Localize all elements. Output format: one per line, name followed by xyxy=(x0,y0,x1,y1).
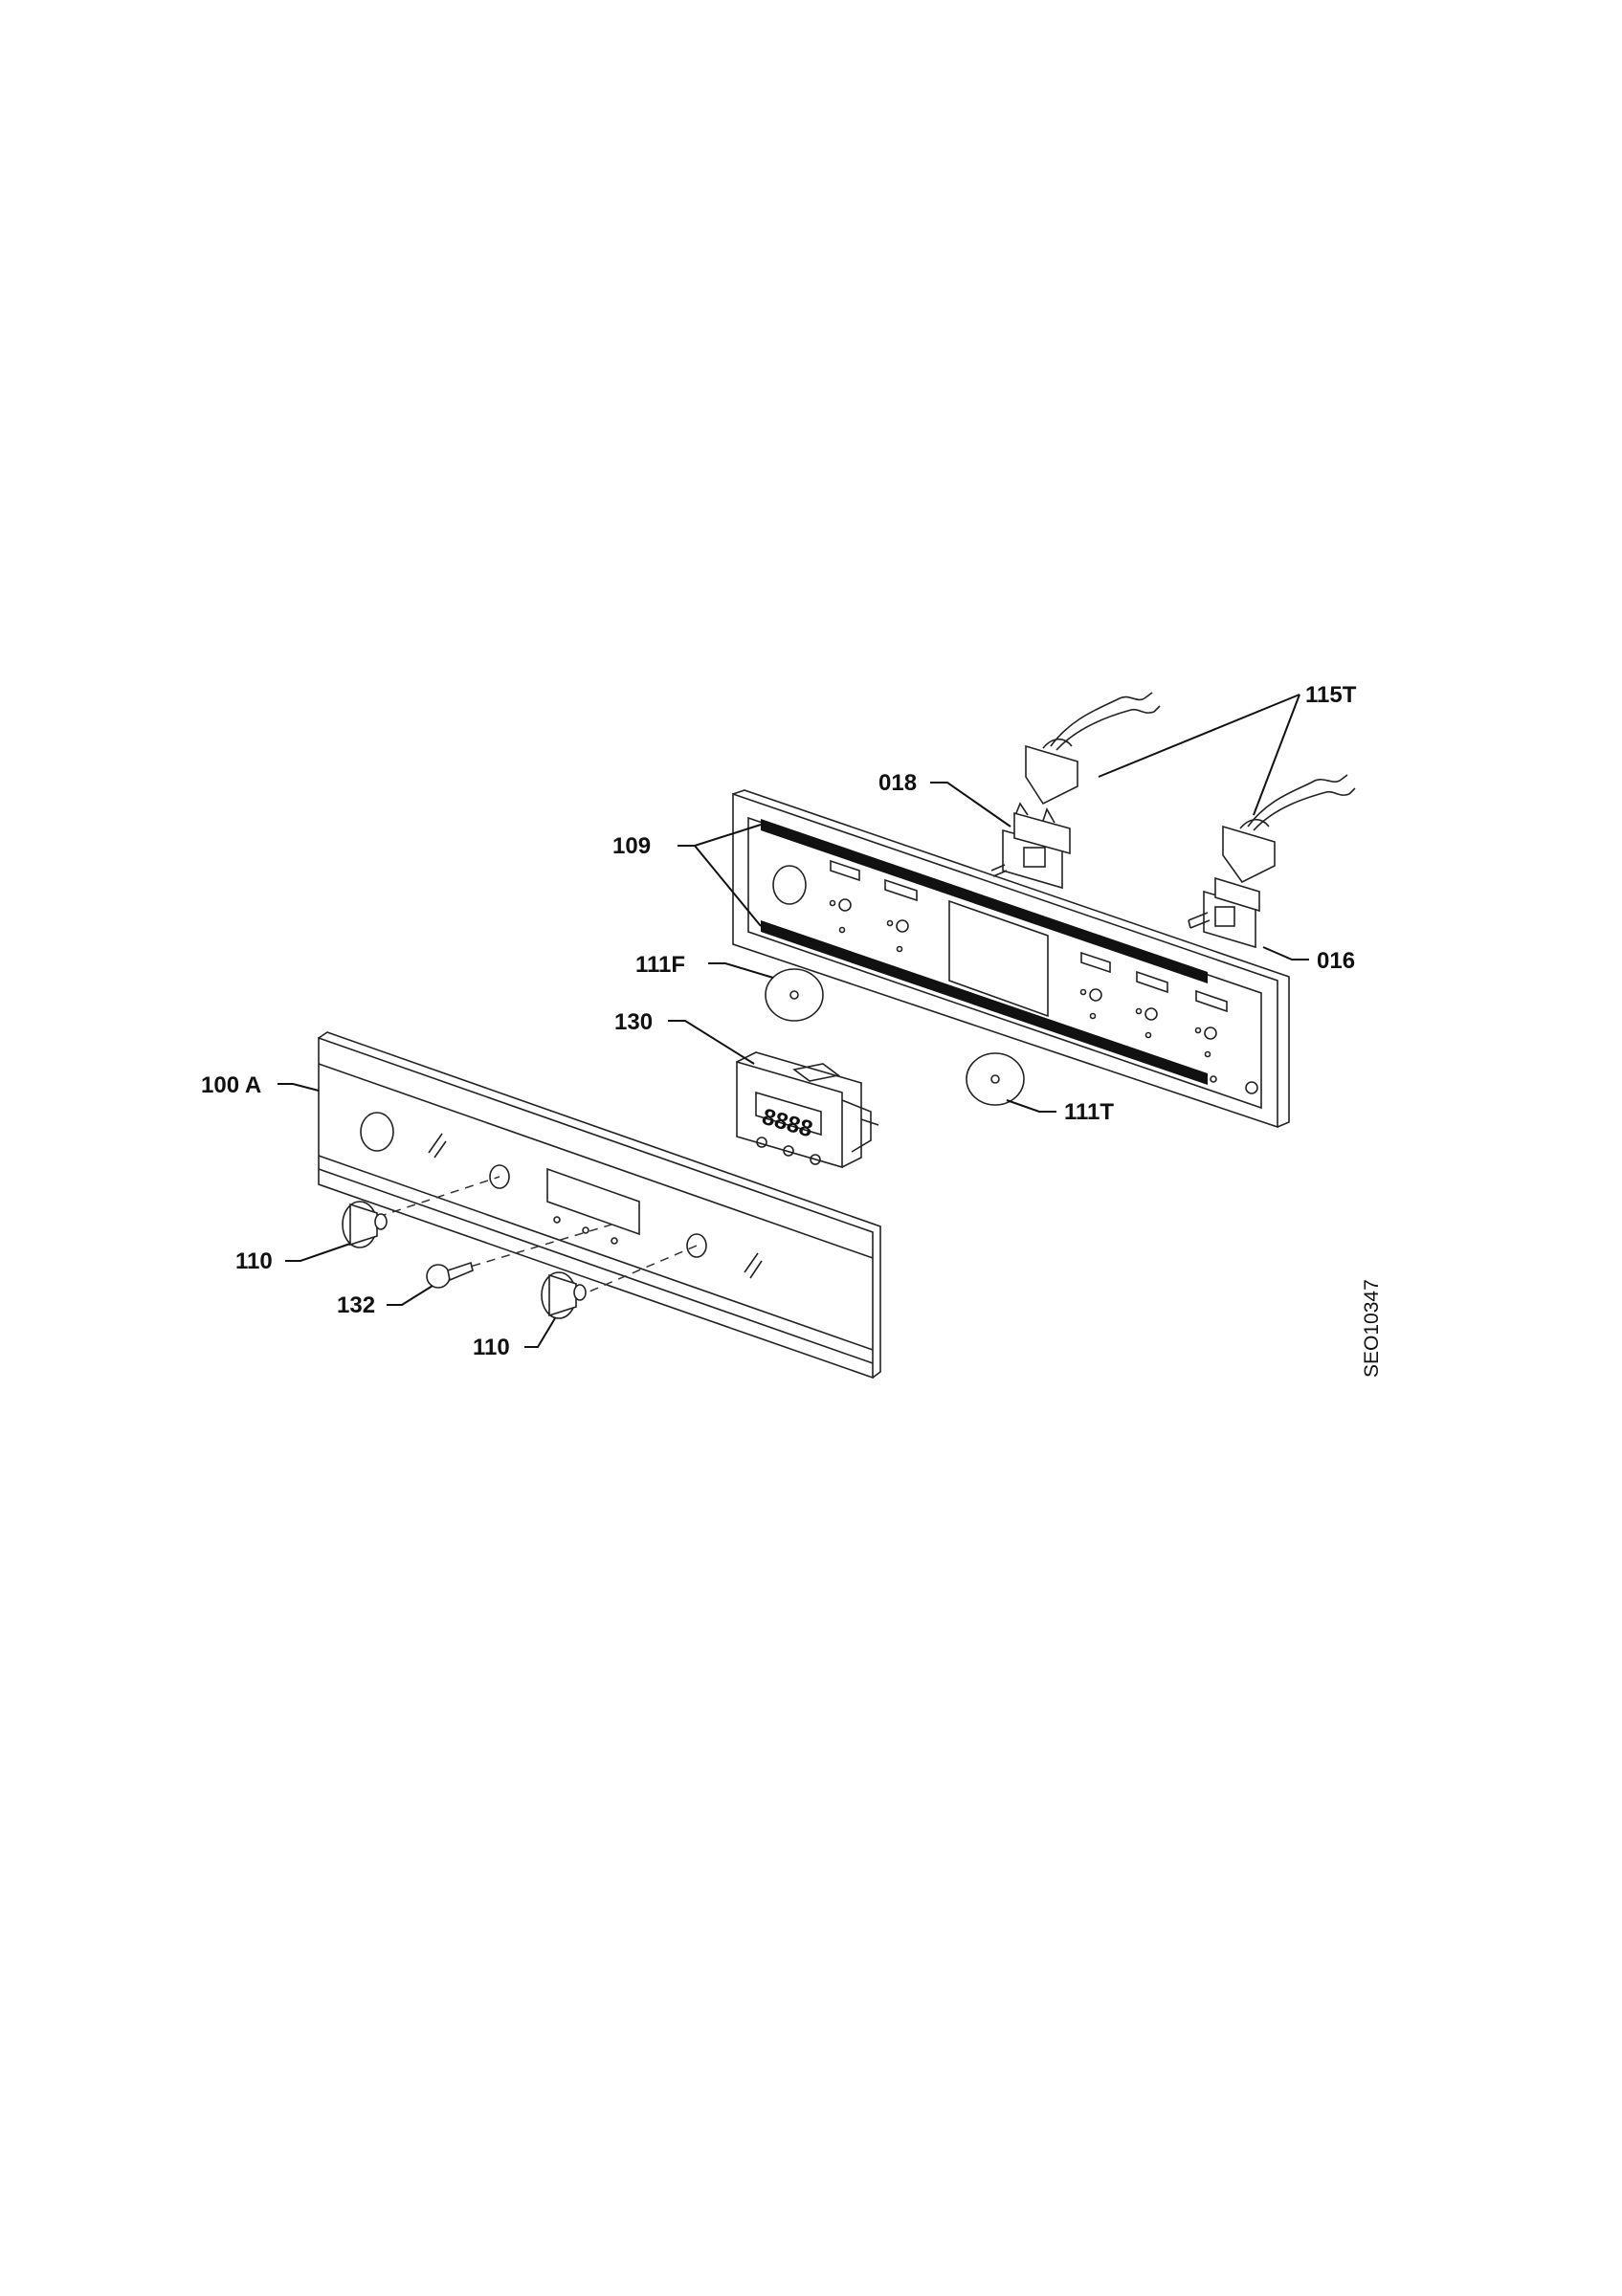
label-110-right: 110 xyxy=(473,1335,510,1360)
rear-panel-frame xyxy=(732,789,1290,1129)
leader-lines xyxy=(278,694,1309,1348)
selector-switch-016 xyxy=(1188,876,1260,949)
label-115T: 115T xyxy=(1305,682,1357,708)
label-109: 109 xyxy=(612,833,651,859)
assembly-axes xyxy=(377,1176,698,1298)
control-knob-left xyxy=(342,1201,388,1248)
label-130: 130 xyxy=(614,1009,653,1035)
timer-display xyxy=(755,1091,822,1137)
seal-strip-upper xyxy=(761,819,1208,983)
control-knob-right xyxy=(541,1271,587,1319)
display-window xyxy=(948,899,1049,1018)
disc-111T xyxy=(966,1052,1025,1106)
part-labels: 115T 018 109 016 111F 130 111T 100 A 110… xyxy=(201,682,1357,1360)
electronic-timer: 8888 xyxy=(736,1051,879,1169)
push-button xyxy=(426,1261,474,1289)
label-111F: 111F xyxy=(635,952,685,978)
document-code: SEO10347 xyxy=(1361,1279,1383,1378)
panel-hole xyxy=(772,865,807,905)
lamp-holder-upper xyxy=(1025,692,1161,806)
label-132: 132 xyxy=(337,1292,375,1318)
front-fascia-panel xyxy=(318,1031,881,1380)
seal-strip-lower xyxy=(761,920,1208,1085)
fascia-display-window xyxy=(546,1167,640,1236)
label-100A: 100 A xyxy=(201,1072,261,1098)
label-018: 018 xyxy=(878,770,917,796)
label-016: 016 xyxy=(1317,948,1355,974)
label-111T: 111T xyxy=(1064,1099,1114,1125)
selector-switch-018 xyxy=(990,802,1071,890)
fascia-hole xyxy=(360,1112,394,1152)
lamp-holder-lower xyxy=(1222,774,1356,884)
disc-111F xyxy=(765,968,824,1022)
label-110-left: 110 xyxy=(235,1248,273,1274)
